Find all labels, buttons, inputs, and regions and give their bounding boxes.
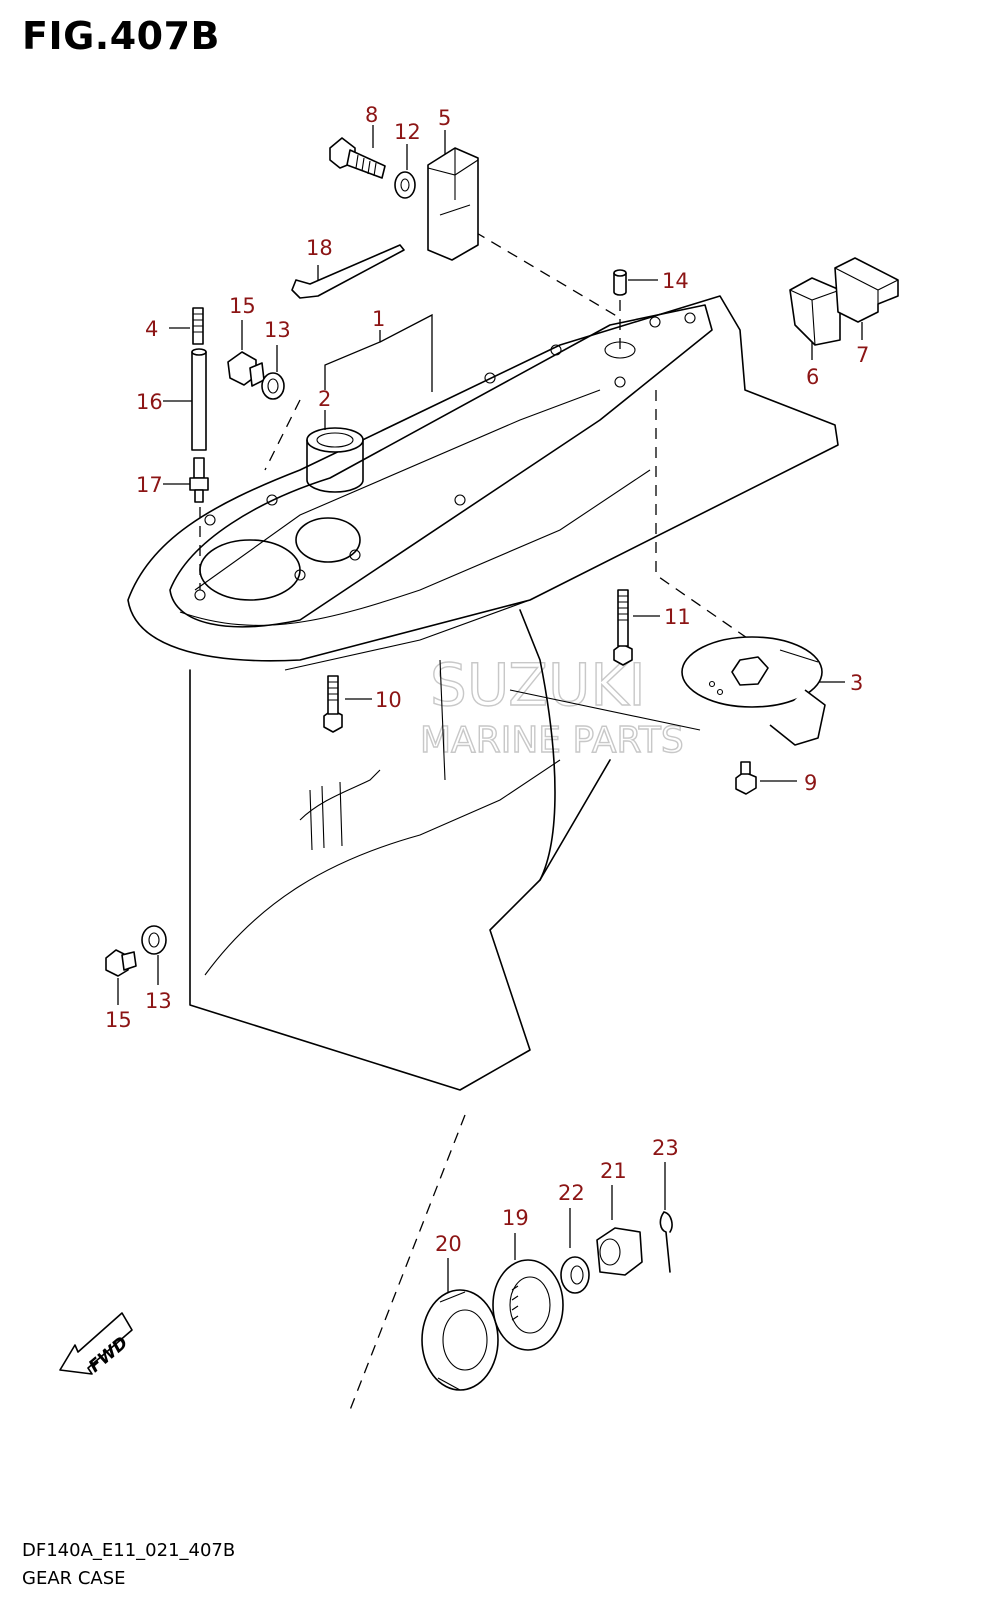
stud-4[interactable] bbox=[192, 307, 204, 345]
callout-9[interactable]: 9 bbox=[804, 771, 817, 795]
callout-17[interactable]: 17 bbox=[136, 473, 163, 497]
cotter-pin-23[interactable] bbox=[659, 1211, 673, 1273]
gear-case-housing[interactable] bbox=[127, 295, 839, 1091]
callout-12[interactable]: 12 bbox=[394, 120, 421, 144]
callout-8[interactable]: 8 bbox=[365, 103, 378, 127]
callout-3[interactable]: 3 bbox=[850, 671, 863, 695]
callouts: 1 2 3 4 5 6 7 8 9 10 11 12 13 13 14 15 1… bbox=[105, 103, 869, 1256]
callout-5[interactable]: 5 bbox=[438, 106, 451, 130]
bolt-8[interactable] bbox=[329, 137, 386, 179]
callout-14[interactable]: 14 bbox=[662, 269, 689, 293]
callout-22[interactable]: 22 bbox=[558, 1181, 585, 1205]
callout-15-top[interactable]: 15 bbox=[229, 294, 256, 318]
callout-7[interactable]: 7 bbox=[856, 343, 869, 367]
callout-6[interactable]: 6 bbox=[806, 365, 819, 389]
gasket-13-top[interactable] bbox=[261, 372, 285, 400]
callout-4[interactable]: 4 bbox=[145, 317, 158, 341]
callout-21[interactable]: 21 bbox=[600, 1159, 627, 1183]
callout-1[interactable]: 1 bbox=[372, 307, 385, 331]
watermark-line1: SUZUKI bbox=[430, 651, 646, 719]
tie-strap-18[interactable] bbox=[291, 244, 405, 299]
nut-21[interactable] bbox=[596, 1227, 643, 1276]
washer-22[interactable] bbox=[560, 1256, 590, 1294]
callout-16[interactable]: 16 bbox=[136, 390, 163, 414]
watermark: SUZUKI MARINE PARTS bbox=[419, 650, 684, 761]
plug-15-bottom[interactable] bbox=[105, 949, 137, 977]
callout-10[interactable]: 10 bbox=[375, 688, 402, 712]
dowel-pin-14[interactable] bbox=[613, 269, 627, 296]
thrust-ring-20[interactable] bbox=[421, 1289, 499, 1391]
callout-20[interactable]: 20 bbox=[435, 1232, 462, 1256]
leader-lines bbox=[117, 125, 863, 1292]
cover-5[interactable] bbox=[427, 147, 479, 261]
figure-name: GEAR CASE bbox=[22, 1568, 126, 1589]
bolt-11[interactable] bbox=[613, 589, 633, 666]
pipe-16[interactable] bbox=[191, 348, 207, 451]
fwd-arrow-icon: FWD bbox=[59, 1312, 133, 1377]
plug-6[interactable] bbox=[789, 277, 841, 346]
plug-15-top[interactable] bbox=[227, 351, 265, 387]
gasket-13-bottom[interactable] bbox=[141, 925, 167, 955]
washer-12[interactable] bbox=[394, 171, 416, 199]
figure-title: FIG.407B bbox=[22, 14, 221, 58]
callout-23[interactable]: 23 bbox=[652, 1136, 679, 1160]
fitting-17[interactable] bbox=[189, 457, 209, 503]
callout-19[interactable]: 19 bbox=[502, 1206, 529, 1230]
assembly-lines bbox=[199, 231, 751, 1411]
retainer-19[interactable] bbox=[492, 1259, 564, 1351]
callout-2[interactable]: 2 bbox=[318, 387, 331, 411]
callout-11[interactable]: 11 bbox=[664, 605, 691, 629]
callout-18[interactable]: 18 bbox=[306, 236, 333, 260]
callout-13-bottom[interactable]: 13 bbox=[145, 989, 172, 1013]
bolt-9[interactable] bbox=[735, 761, 757, 795]
bracket-7[interactable] bbox=[834, 257, 899, 323]
model-code: DF140A_E11_021_407B bbox=[22, 1540, 236, 1561]
bolt-10[interactable] bbox=[323, 675, 343, 733]
callout-13-top[interactable]: 13 bbox=[264, 318, 291, 342]
zinc-anode-3[interactable] bbox=[681, 636, 826, 746]
callout-15-bottom[interactable]: 15 bbox=[105, 1008, 132, 1032]
